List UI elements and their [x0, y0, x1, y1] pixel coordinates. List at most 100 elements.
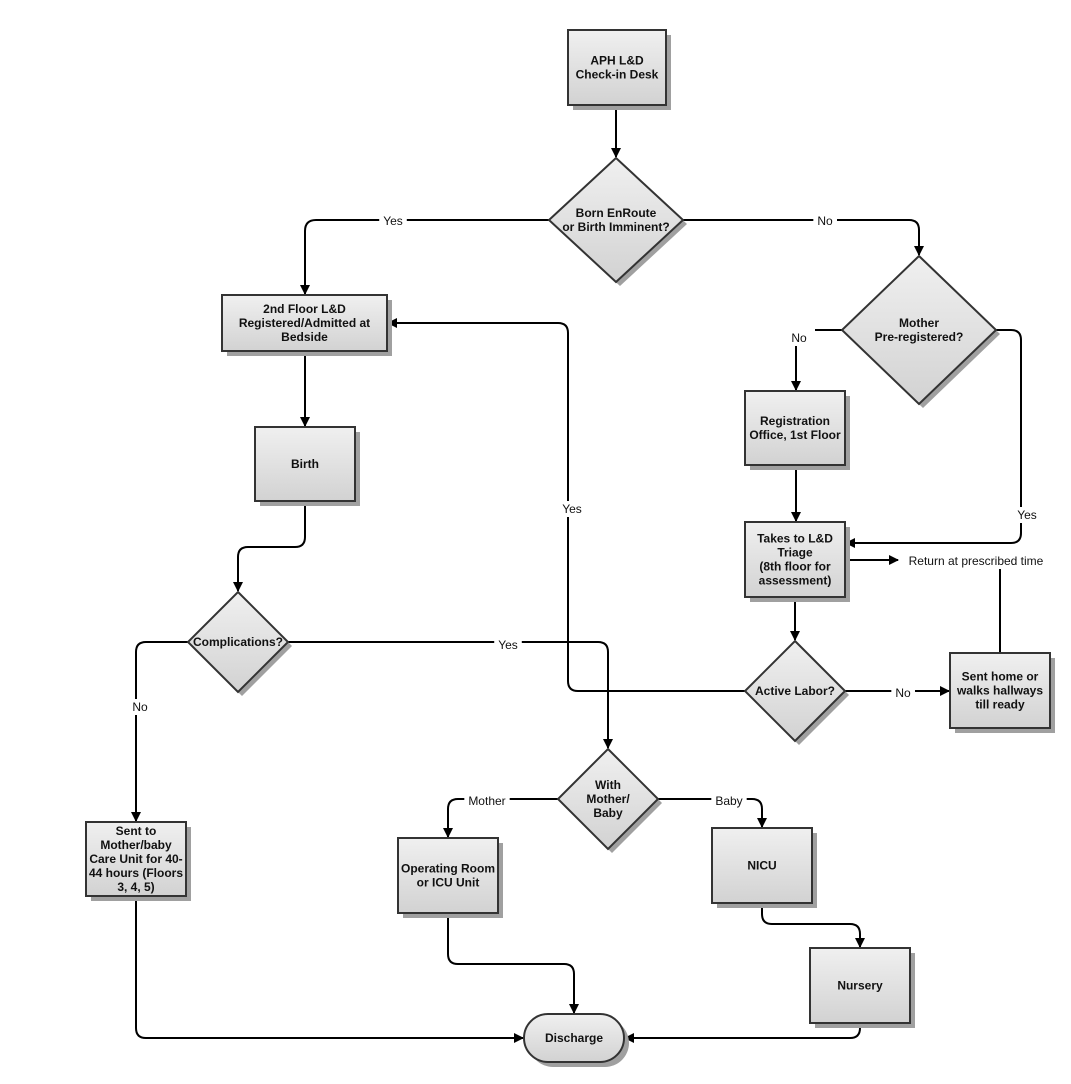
edge-label-background: [891, 685, 915, 701]
node-label: Mother: [899, 316, 939, 330]
edge-mother-prereg-to-triage: [845, 329, 1022, 548]
edge-with-mother-baby-to-nicu: [658, 798, 767, 828]
edge-label: No: [128, 699, 152, 715]
edge-operating-room-to-discharge: [447, 913, 579, 1014]
edge-label-text: No: [791, 331, 807, 345]
edge-label-background: [904, 553, 1048, 569]
edge-nicu-to-nursery: [761, 903, 865, 948]
node-label: or ICU Unit: [417, 876, 480, 890]
edge-label-text: Return at prescribed time: [909, 554, 1044, 568]
node-label: Active Labor?: [755, 684, 835, 698]
edge-label-background: [464, 793, 510, 809]
edge-label: Yes: [558, 501, 586, 517]
decision-diamond: [840, 254, 998, 406]
edge-label-background: [558, 501, 586, 517]
node-label: APH L&D: [590, 54, 644, 68]
node-label: 3, 4, 5): [117, 880, 154, 894]
process-box: [809, 947, 911, 1024]
node-label: With: [595, 778, 621, 792]
process-box: [744, 390, 846, 466]
process-box: [254, 426, 356, 502]
node-label: walks hallways: [956, 684, 1043, 698]
node-discharge[interactable]: Discharge: [523, 1013, 629, 1067]
node-label: Registration: [760, 414, 830, 428]
node-complications[interactable]: Complications?: [186, 590, 292, 696]
edge-label: Yes: [379, 213, 407, 229]
edge-nursery-to-discharge: [624, 1023, 861, 1043]
edge-label-background: [379, 213, 407, 229]
edge-label-background: [128, 699, 152, 715]
edge-label-text: Yes: [383, 214, 403, 228]
node-label: or Birth Imminent?: [562, 220, 669, 234]
edge-label: Yes: [1013, 507, 1041, 523]
node-active-labor[interactable]: Active Labor?: [743, 639, 849, 745]
node-label: Sent to: [116, 824, 157, 838]
decision-diamond: [743, 639, 847, 743]
edge-label-text: Yes: [1017, 508, 1037, 522]
decision-diamond: [186, 590, 290, 694]
node-label: Mother/: [586, 792, 630, 806]
node-label: Care Unit for 40-: [89, 852, 182, 866]
node-nursery[interactable]: Nursery: [809, 947, 915, 1028]
process-box: [85, 821, 187, 897]
node-label: Mother/baby: [100, 838, 172, 852]
node-label: Sent home or: [962, 670, 1039, 684]
node-label: 2nd Floor L&D: [263, 302, 346, 316]
edge-label: No: [813, 213, 837, 229]
node-birth[interactable]: Birth: [254, 426, 360, 506]
node-label: Registered/Admitted at: [239, 316, 370, 330]
node-label: Office, 1st Floor: [749, 428, 841, 442]
node-label: Takes to L&D: [757, 532, 833, 546]
node-label: NICU: [747, 859, 776, 873]
edges-layer: [131, 105, 1022, 1043]
edge-label-background: [711, 793, 747, 809]
node-label: Birth: [291, 457, 319, 471]
edge-mother-baby-unit-to-discharge: [135, 896, 524, 1043]
edge-mother-prereg-to-registration: [796, 329, 842, 390]
edge-label-text: No: [895, 686, 911, 700]
process-box: [567, 29, 667, 106]
process-box: [949, 652, 1051, 729]
node-label: Born EnRoute: [576, 206, 657, 220]
node-label: Discharge: [545, 1031, 603, 1045]
edge-label-text: Mother: [468, 794, 505, 808]
edge-complications-to-with-mother-baby: [288, 641, 613, 749]
edge-label: Mother: [464, 793, 510, 809]
node-label: assessment): [759, 574, 832, 588]
edge-complications-to-mother-baby-unit: [131, 641, 188, 822]
edge-birth-to-complications: [233, 501, 306, 592]
node-label: Bedside: [281, 330, 328, 344]
edge-label-background: [813, 213, 837, 229]
edge-label-background: [1013, 507, 1041, 523]
edge-label-background: [787, 330, 811, 346]
edge-label: No: [787, 330, 811, 346]
edge-label: Return at prescribed time: [904, 553, 1048, 569]
edge-label: Baby: [711, 793, 747, 809]
edge-label-text: No: [132, 700, 148, 714]
edge-with-mother-baby-to-operating-room: [443, 798, 558, 838]
edge-label-text: Yes: [498, 638, 518, 652]
node-label: Baby: [593, 806, 623, 820]
edge-sent-home-to-triage: [846, 560, 1001, 653]
node-nicu[interactable]: NICU: [711, 827, 817, 908]
decision-diamond: [547, 156, 685, 284]
node-label: Check-in Desk: [576, 68, 659, 82]
edge-label-text: Baby: [715, 794, 742, 808]
process-box: [711, 827, 813, 904]
edge-label: No: [891, 685, 915, 701]
edge-label: Yes: [494, 637, 522, 653]
node-label: till ready: [975, 698, 1025, 712]
node-label: Nursery: [837, 979, 883, 993]
